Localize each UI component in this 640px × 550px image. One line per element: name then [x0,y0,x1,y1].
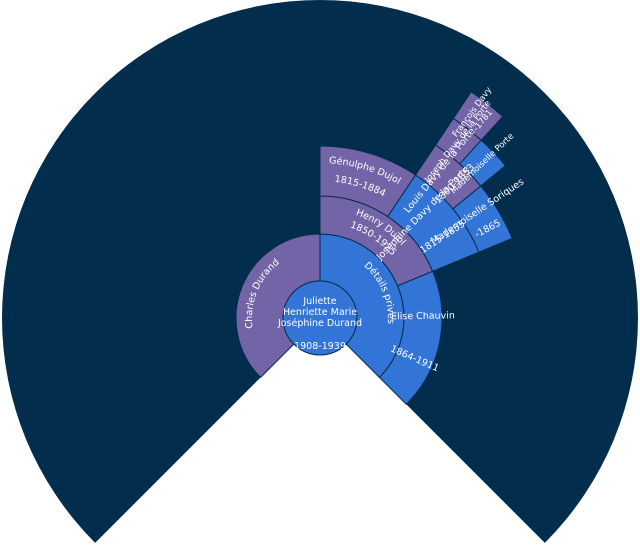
root-name-line: Joséphine Durand [277,318,362,329]
root-name-line: Henriette Marie [283,307,357,318]
person-name-mm: Elise Chauvin [391,310,455,322]
segment-mfmfm[interactable] [459,139,507,187]
segment-mfmfff[interactable] [452,91,504,141]
root-years: 1908-1939 [294,341,346,352]
root-person-circle[interactable] [282,280,358,356]
segment-mm[interactable] [378,270,443,405]
root-name-line: Juliette [302,296,336,307]
segment-mfmm[interactable] [452,185,513,253]
